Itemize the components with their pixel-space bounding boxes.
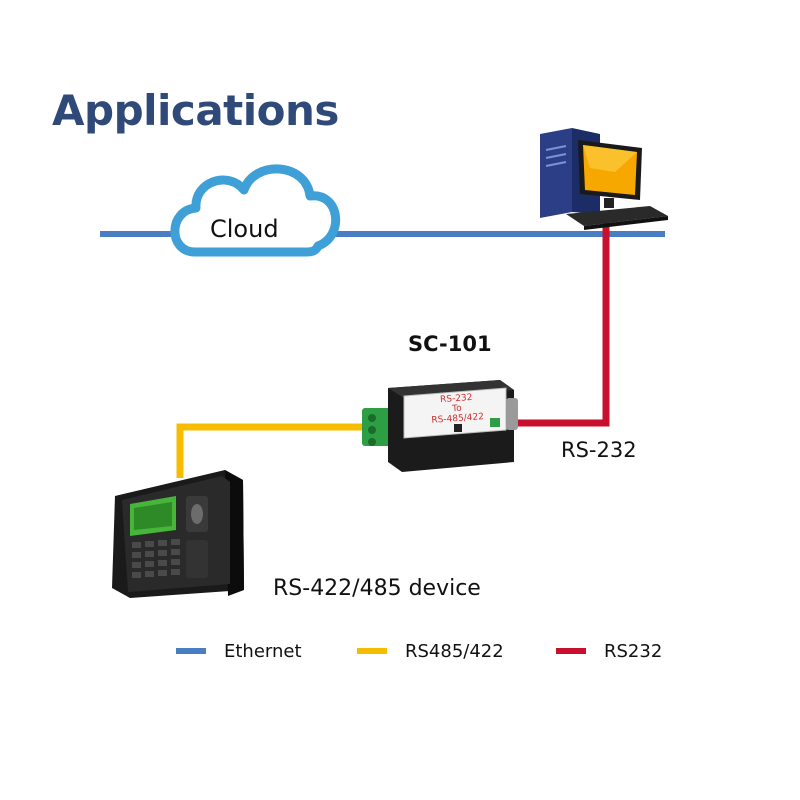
legend-label-rs485: RS485/422 [405, 640, 504, 662]
page-title: Applications [52, 86, 339, 135]
serial-converter-icon [362, 380, 518, 472]
legend-swatch-rs232 [556, 648, 586, 654]
legend-item-ethernet: Ethernet [176, 636, 302, 666]
legend-item-rs232: RS232 [556, 636, 662, 666]
rs232-label: RS-232 [561, 438, 637, 462]
legend: Ethernet RS485/422 RS232 [0, 636, 800, 666]
cloud-icon [170, 164, 341, 257]
product-name: SC-101 [408, 332, 492, 356]
legend-swatch-rs485 [357, 648, 387, 654]
rs232-line [515, 222, 610, 427]
legend-swatch-ethernet [176, 648, 206, 654]
device-label: RS-422/485 device [273, 576, 481, 601]
fingerprint-terminal-icon [112, 470, 244, 598]
cloud-label: Cloud [210, 215, 279, 243]
legend-label-rs232: RS232 [604, 640, 663, 662]
rs485-line [176, 423, 362, 478]
legend-item-rs485: RS485/422 [357, 636, 504, 666]
desktop-computer-icon [540, 128, 668, 230]
legend-label-ethernet: Ethernet [224, 640, 302, 662]
converter-label: RS-232 To RS-485/422 [411, 391, 503, 427]
